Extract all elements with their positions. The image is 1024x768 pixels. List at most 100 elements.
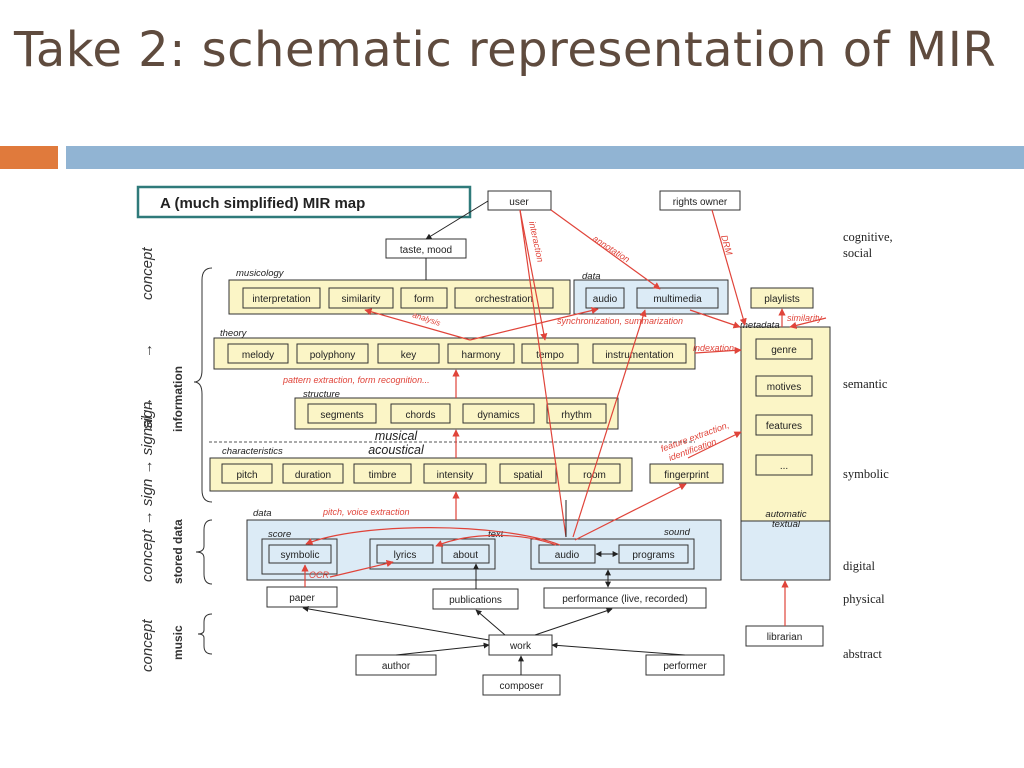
metadata-digital	[740, 520, 831, 581]
librarian-label: librarian	[767, 632, 803, 643]
brace-stored-data	[195, 519, 213, 585]
data-top-items: audio multimedia	[585, 287, 719, 309]
metadata-item: features	[755, 414, 813, 436]
user-label: user	[509, 197, 529, 208]
axis-stored-data: stored data	[171, 519, 185, 584]
programs-label: programs	[632, 550, 674, 561]
metadata-items: genre motives features ...	[755, 338, 813, 476]
right-label-social: social	[843, 246, 873, 260]
connector-author-work	[395, 642, 490, 656]
theory-item: melody	[227, 343, 289, 364]
label-sync: synchronization, summarization	[557, 316, 683, 326]
theory-items: melody polyphony key harmony tempo instr…	[227, 343, 687, 364]
metadata-group-label: metadata	[740, 320, 780, 331]
data-top-item-label: audio	[593, 294, 618, 305]
score-group-label: score	[268, 529, 291, 540]
metadata-item-label: ...	[780, 461, 788, 472]
axis-music: music	[171, 625, 185, 660]
playlists-node: playlists	[750, 287, 814, 309]
characteristics-item: room	[568, 463, 621, 484]
characteristics-items: pitch duration timbre intensity spatial …	[221, 463, 621, 484]
right-label-cognitive: cognitive,	[843, 230, 893, 244]
accent-bar-orange	[0, 146, 58, 169]
accent-bar-blue	[66, 146, 1024, 169]
musicology-item-label: similarity	[342, 294, 381, 305]
arrow-audio-fingerprint	[574, 483, 687, 541]
symbolic-node: symbolic	[268, 544, 332, 564]
text-group	[369, 538, 496, 570]
structure-item-label: chords	[405, 410, 435, 421]
performance-label: performance (live, recorded)	[562, 594, 688, 605]
theory-group-label: theory	[220, 328, 248, 339]
right-label-physical: physical	[843, 592, 885, 606]
musicology-item-label: interpretation	[252, 294, 310, 305]
metadata-item-label: features	[766, 421, 802, 432]
axis-concept-bottom: concept	[139, 619, 156, 672]
author-label: author	[382, 661, 411, 672]
right-labels: cognitive, social semantic symbolic digi…	[843, 230, 893, 661]
musicology-item: orchestration	[454, 287, 554, 309]
performer-node: performer	[645, 654, 725, 676]
right-label-semantic: semantic	[843, 377, 888, 391]
musicology-items: interpretation similarity form orchestra…	[242, 287, 554, 309]
musicology-item: interpretation	[242, 287, 321, 309]
connector-performer-work	[551, 642, 686, 656]
structure-item-label: rhythm	[561, 410, 592, 421]
theory-item-label: polyphony	[310, 350, 356, 361]
sound-group-label: sound	[664, 527, 691, 538]
axis-information: information	[171, 366, 185, 432]
theory-item: polyphony	[296, 343, 369, 364]
rights-owner-label: rights owner	[673, 197, 728, 208]
text-group-label: text	[488, 529, 504, 540]
work-label: work	[509, 641, 532, 652]
librarian-node: librarian	[745, 625, 824, 647]
label-interaction: interaction	[527, 220, 545, 263]
metadata-item: ...	[755, 454, 813, 476]
publications-node: publications	[432, 588, 519, 610]
about-label: about	[453, 550, 478, 561]
data-top-group-label: data	[582, 271, 601, 282]
theory-item-label: key	[401, 350, 417, 361]
brace-music	[197, 613, 213, 655]
map-title-frame	[136, 185, 472, 219]
data-top-item: multimedia	[636, 287, 719, 309]
connector-work-performance	[534, 607, 613, 636]
arrow-indexation	[694, 346, 742, 355]
structure-item: dynamics	[462, 403, 535, 424]
brace-information	[193, 267, 213, 503]
characteristics-item-label: spatial	[514, 470, 543, 481]
data-top-item-label: multimedia	[653, 294, 702, 305]
fingerprint-node: fingerprint	[649, 463, 724, 484]
arrow-sync	[689, 309, 741, 329]
rights-owner-node: rights owner	[659, 190, 741, 211]
label-indexation: indexation	[693, 343, 734, 353]
theory-item-label: tempo	[536, 350, 564, 361]
characteristics-item-label: intensity	[437, 470, 474, 481]
theory-item-label: melody	[242, 350, 274, 361]
right-label-symbolic: symbolic	[843, 467, 889, 481]
label-drm: DRM	[719, 234, 734, 257]
characteristics-item-label: duration	[295, 470, 331, 481]
red-arrows	[301, 209, 827, 626]
musicology-item: similarity	[328, 287, 394, 309]
black-connectors	[302, 200, 686, 675]
characteristics-item: spatial	[499, 463, 557, 484]
characteristics-item: intensity	[423, 463, 487, 484]
arrow-feature-extraction	[687, 431, 742, 459]
metadata-item: motives	[755, 375, 813, 397]
characteristics-item: pitch	[221, 463, 273, 484]
theory-item: harmony	[447, 343, 515, 364]
about-node: about	[441, 544, 490, 564]
score-group	[261, 538, 338, 575]
axis-stored-chain: concept → sign → signal →	[139, 397, 156, 582]
slide-title: Take 2: schematic representation of MIR	[14, 22, 997, 78]
theory-item-label: instrumentation	[605, 350, 673, 361]
arrow-user-interaction	[519, 209, 567, 538]
label-pitch-voice: pitch, voice extraction	[322, 507, 410, 517]
stored-data-group-label: data	[253, 508, 272, 519]
arrow-analysis	[364, 308, 471, 341]
audio-stored-node: audio	[538, 544, 596, 564]
musicology-item-label: orchestration	[475, 294, 533, 305]
left-axis: concept → sign information concept → sig…	[139, 247, 213, 672]
arrow-audio-multimedia	[572, 309, 647, 538]
